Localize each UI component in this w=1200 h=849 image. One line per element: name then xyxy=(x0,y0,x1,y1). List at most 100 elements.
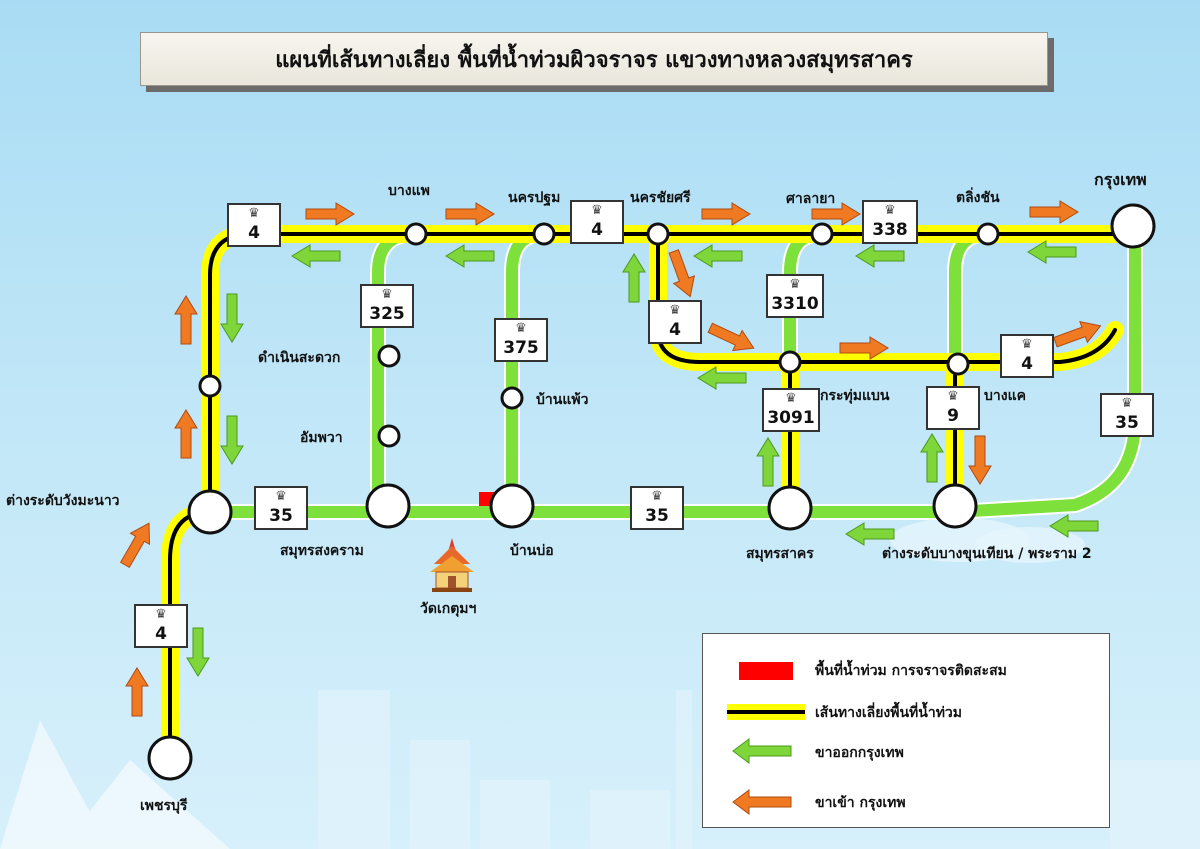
label-samut-sakhon: สมุทรสาคร xyxy=(746,546,814,562)
outbound-arrow-icon xyxy=(697,366,747,390)
label-wang-manao: ต่างระดับวังมะนาว xyxy=(6,493,120,509)
outbound-arrow-icon xyxy=(756,437,780,487)
outbound-arrow-icon xyxy=(845,522,895,546)
minor-nodes xyxy=(198,222,1000,448)
garuda-emblem-icon: ♛ xyxy=(651,489,663,504)
shield-route-9: ♛9 xyxy=(926,386,980,430)
label-wat-ket: วัดเกตุมฯ xyxy=(420,601,477,617)
node-bang-khae xyxy=(946,352,970,376)
shield-route-35-right: ♛35 xyxy=(1100,393,1154,437)
legend-outbound-label: ขาออกกรุงเทพ xyxy=(815,745,904,761)
garuda-emblem-icon: ♛ xyxy=(1021,337,1033,352)
outbound-arrow-icon xyxy=(445,244,495,268)
outbound-arrow-icon xyxy=(220,415,244,465)
legend-inbound-label: ขาเข้า กรุงเทพ xyxy=(815,795,906,811)
node-krathum-baen xyxy=(778,350,802,374)
legend-detour-swatch-core xyxy=(727,710,805,714)
garuda-emblem-icon: ♛ xyxy=(155,607,167,622)
shield-route-325: ♛325 xyxy=(360,284,414,328)
label-ban-phaeo: บ้านแพ้ว xyxy=(536,392,589,408)
label-phetchaburi: เพชรบุรี xyxy=(140,798,188,814)
inbound-arrow-icon xyxy=(174,409,198,459)
temple-icon xyxy=(430,538,474,592)
garuda-emblem-icon: ♛ xyxy=(884,203,896,218)
legend-inbound-arrow-icon xyxy=(732,789,792,815)
node-nakhon-chai-si xyxy=(646,222,670,246)
inbound-arrow-icon xyxy=(668,249,696,298)
outbound-arrow-icon xyxy=(291,244,341,268)
shield-route-3310: ♛3310 xyxy=(766,274,824,318)
garuda-emblem-icon: ♛ xyxy=(669,303,681,318)
outbound-arrow-icon xyxy=(1049,514,1099,538)
shield-route-4-south: ♛4 xyxy=(134,604,188,648)
inbound-arrow-icon xyxy=(305,202,355,226)
label-nakhon-chai-si: นครชัยศรี xyxy=(630,190,691,206)
inbound-arrow-icon xyxy=(1053,320,1102,348)
shield-route-35-left: ♛35 xyxy=(254,486,308,530)
inbound-arrow-icon xyxy=(839,336,889,360)
outbound-arrow-icon xyxy=(186,627,210,677)
node-wang-manao xyxy=(187,489,233,535)
node-ban-bo xyxy=(489,483,535,529)
node-left-mid xyxy=(198,374,222,398)
outbound-arrow-icon xyxy=(220,293,244,343)
label-sala-ya: ศาลายา xyxy=(786,191,836,207)
legend-flood-swatch xyxy=(739,662,793,680)
traffic-arrows xyxy=(119,200,1102,717)
shield-route-35-mid: ♛35 xyxy=(630,486,684,530)
shield-route-338: ♛338 xyxy=(862,200,918,244)
label-bang-khun-thian: ต่างระดับบางขุนเทียน / พระราม 2 xyxy=(882,546,1092,562)
outbound-arrow-icon xyxy=(693,244,743,268)
label-krathum-baen: กระทุ่มแบน xyxy=(820,388,890,404)
inbound-arrow-icon xyxy=(701,202,751,226)
node-bang-phae xyxy=(404,222,428,246)
shield-route-4-top-left: ♛4 xyxy=(227,203,281,247)
node-bang-khun-thian xyxy=(932,483,978,529)
inbound-arrow-icon xyxy=(125,667,149,717)
shield-route-3091: ♛3091 xyxy=(762,388,820,432)
garuda-emblem-icon: ♛ xyxy=(785,391,797,406)
inbound-arrow-icon xyxy=(174,295,198,345)
node-ban-phaeo xyxy=(500,386,524,410)
legend-flood-label: พื้นที่น้ำท่วม การจราจรติดสะสม xyxy=(815,663,1007,679)
legend-outbound-arrow-icon xyxy=(732,738,792,764)
garuda-emblem-icon: ♛ xyxy=(947,389,959,404)
inbound-arrow-icon xyxy=(119,522,151,568)
outbound-arrow-icon xyxy=(1027,240,1077,264)
node-amphawa xyxy=(377,424,401,448)
node-phetchaburi xyxy=(147,735,193,781)
inbound-arrow-icon xyxy=(445,202,495,226)
node-sala-ya xyxy=(810,222,834,246)
map-title-box: แผนที่เส้นทางเลี่ยง พื้นที่น้ำท่วมผิวจรา… xyxy=(140,32,1048,86)
node-krung-thep xyxy=(1110,203,1156,249)
label-bang-phae: บางแพ xyxy=(388,183,430,199)
outbound-arrow-icon xyxy=(622,253,646,303)
outbound-arrow-icon xyxy=(855,244,905,268)
inbound-arrow-icon xyxy=(968,435,992,485)
label-bang-khae: บางแค xyxy=(984,388,1026,404)
label-krung-thep: กรุงเทพ xyxy=(1094,170,1147,189)
node-nakhon-pathom xyxy=(532,222,556,246)
garuda-emblem-icon: ♛ xyxy=(591,203,603,218)
node-samut-songkhram xyxy=(365,483,411,529)
map-title: แผนที่เส้นทางเลี่ยง พื้นที่น้ำท่วมผิวจรา… xyxy=(275,47,913,73)
label-taling-chan: ตลิ่งชัน xyxy=(956,190,1000,206)
garuda-emblem-icon: ♛ xyxy=(381,287,393,302)
shield-route-4-right: ♛4 xyxy=(1000,334,1054,378)
node-taling-chan xyxy=(976,222,1000,246)
garuda-emblem-icon: ♛ xyxy=(515,321,527,336)
inbound-arrow-icon xyxy=(1029,200,1079,224)
garuda-emblem-icon: ♛ xyxy=(789,277,801,292)
legend-swatches xyxy=(727,662,805,815)
outbound-arrow-icon xyxy=(920,433,944,483)
inbound-arrow-icon xyxy=(811,202,861,226)
inbound-arrow-icon xyxy=(707,322,755,352)
shield-route-4-top-mid: ♛4 xyxy=(570,200,624,244)
node-damnoen-saduak xyxy=(377,344,401,368)
label-ban-bo: บ้านบ่อ xyxy=(510,543,554,559)
garuda-emblem-icon: ♛ xyxy=(1121,396,1133,411)
label-nakhon-pathom: นครปฐม xyxy=(508,190,561,206)
label-amphawa: อัมพวา xyxy=(300,430,343,446)
garuda-emblem-icon: ♛ xyxy=(248,206,260,221)
legend: พื้นที่น้ำท่วม การจราจรติดสะสม เส้นทางเล… xyxy=(702,633,1110,828)
